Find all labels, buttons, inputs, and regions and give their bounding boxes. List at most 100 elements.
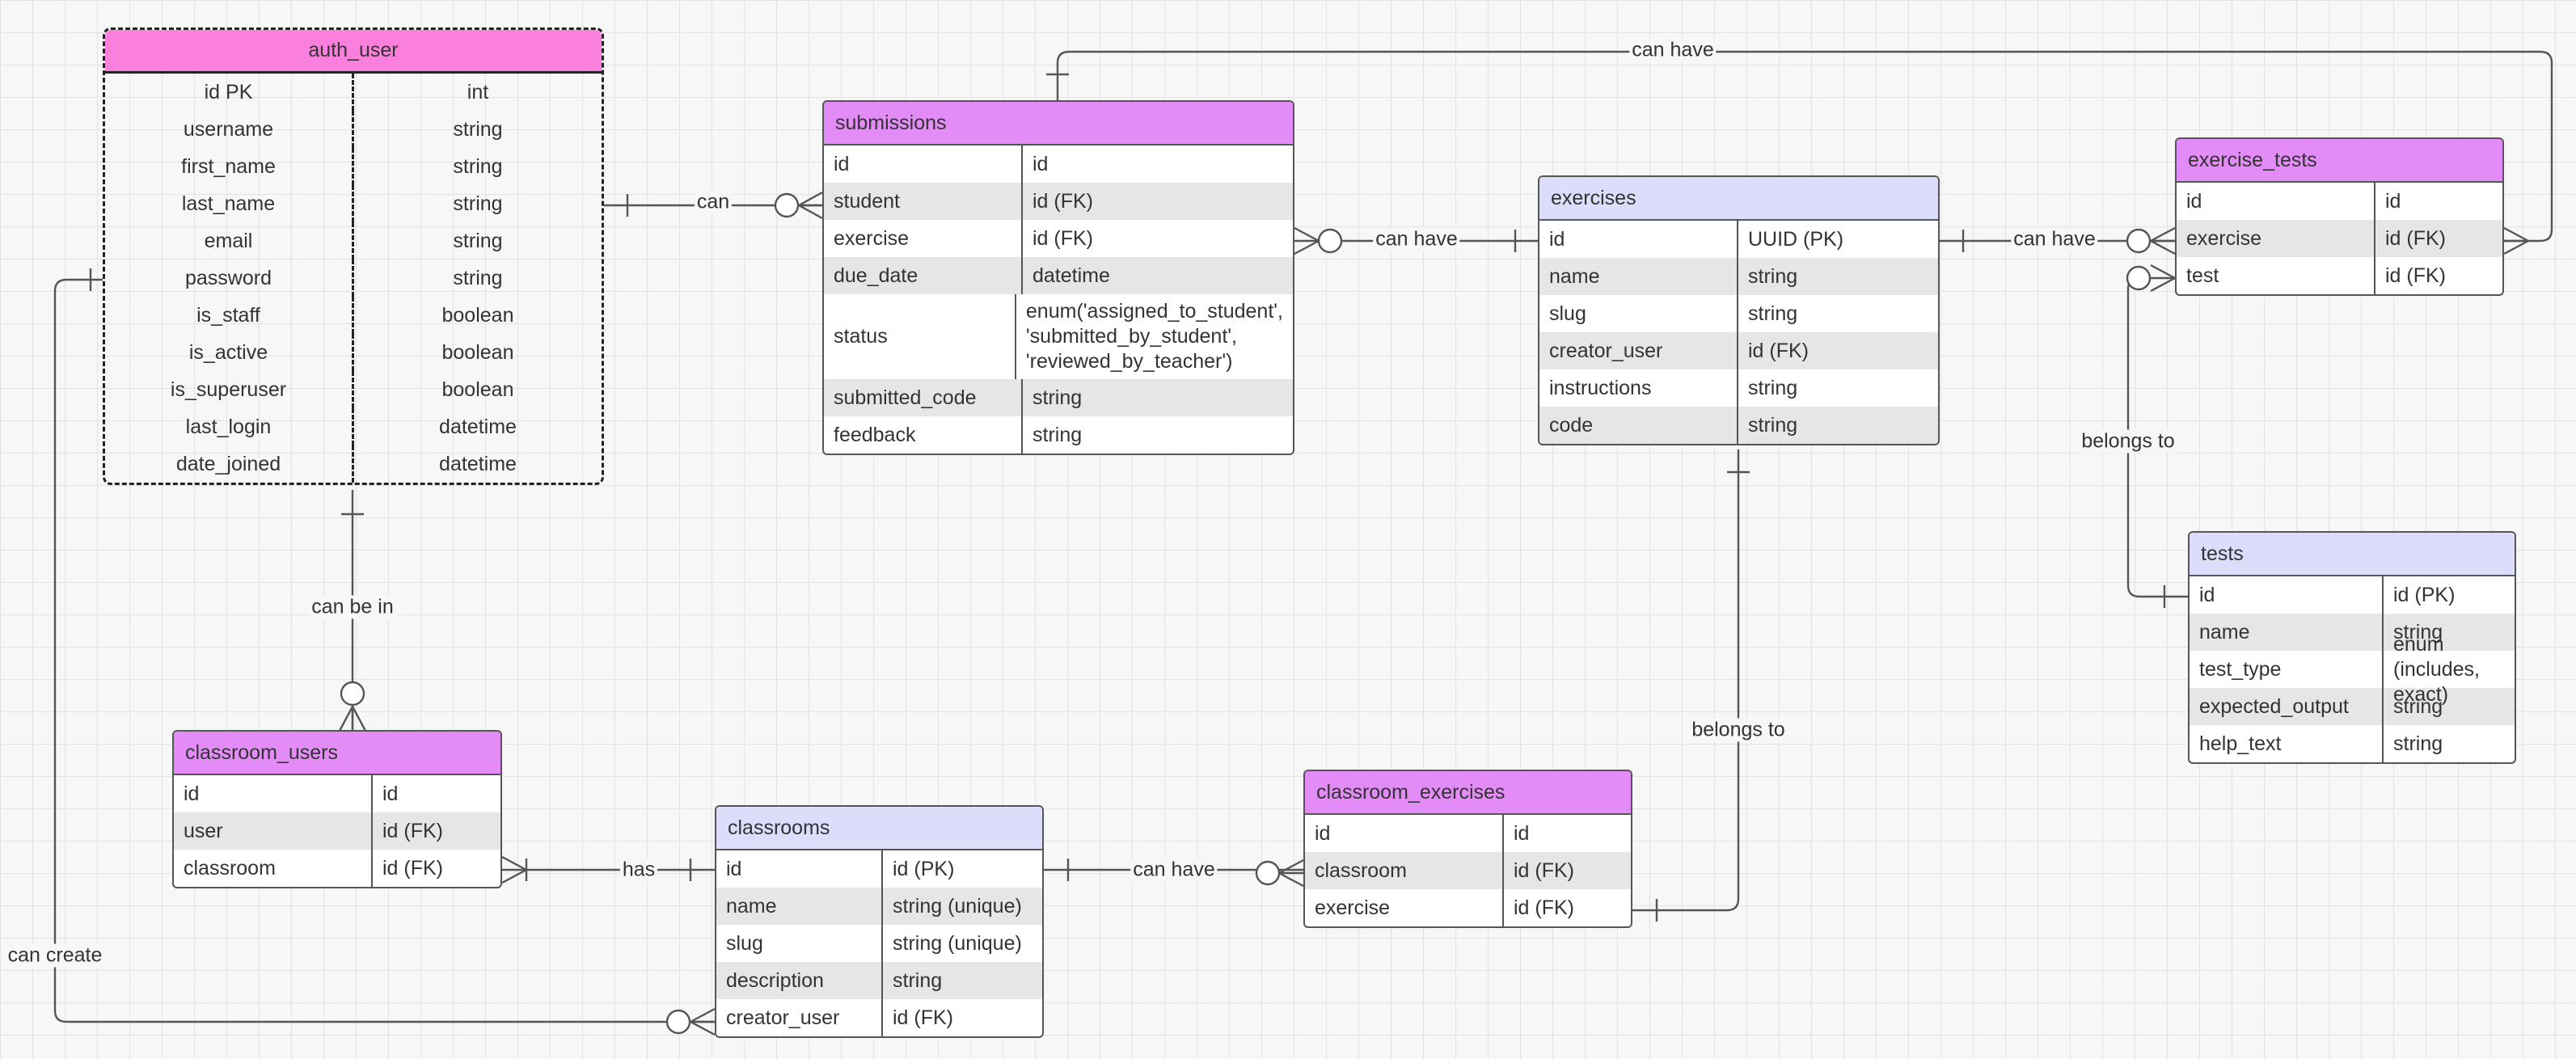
field-name: is_active: [105, 334, 354, 371]
field-type: string: [1748, 302, 1798, 325]
field-type: boolean: [441, 303, 514, 327]
label-can-create: can create: [5, 943, 105, 968]
field-type: string: [453, 117, 503, 141]
field-name: email: [105, 222, 354, 259]
field-row: email string: [105, 222, 602, 259]
field-type: id (FK): [2385, 226, 2446, 250]
field-row: password string: [105, 259, 602, 297]
field-name: help_text: [2190, 725, 2384, 762]
field-type: boolean: [441, 340, 514, 364]
field-name: user: [174, 812, 373, 850]
field-name: date_joined: [105, 445, 354, 483]
field-name: description: [716, 962, 883, 999]
label-belongs-to-tests: belongs to: [2079, 429, 2177, 454]
field-name: id: [2190, 576, 2384, 614]
label-can-have-classroom-exercises: can have: [1130, 858, 1218, 882]
field-name: classroom: [1305, 852, 1504, 889]
field-row: exercise id (FK): [824, 220, 1293, 257]
field-row: slug string: [1539, 295, 1938, 332]
field-name: slug: [1539, 295, 1738, 332]
label-belongs-to-exercises: belongs to: [1689, 718, 1788, 742]
field-name: password: [105, 259, 354, 297]
field-name: id: [174, 775, 373, 812]
field-row: test_typeenum (includes, exact): [2190, 633, 2515, 706]
field-name: code: [1539, 407, 1738, 444]
field-type: id (FK): [1748, 339, 1809, 362]
field-row: id id (PK): [716, 850, 1042, 888]
field-type: id (PK): [2393, 583, 2456, 606]
field-name: creator_user: [1539, 332, 1738, 369]
field-name: name: [1539, 258, 1738, 295]
field-row: username string: [105, 111, 602, 148]
field-name: exercise: [2177, 220, 2375, 257]
field-name: name: [716, 888, 883, 925]
field-type: id: [2385, 189, 2401, 213]
field-name: is_staff: [105, 297, 354, 334]
field-row: creator_user id (FK): [1539, 332, 1938, 369]
field-type: string: [1033, 423, 1083, 446]
field-type: id (FK): [1514, 859, 1574, 882]
field-name: slug: [716, 925, 883, 962]
field-name: id PK: [105, 74, 354, 111]
entity-title: classroom_exercises: [1305, 771, 1631, 815]
field-type: datetime: [1033, 264, 1110, 287]
field-name: exercise: [824, 220, 1023, 257]
field-type: id (FK): [382, 856, 443, 880]
field-type: enum('assigned_to_student', 'submitted_b…: [1025, 300, 1283, 373]
field-type: id (FK): [1033, 226, 1093, 250]
field-type: id (PK): [893, 857, 955, 880]
field-name: last_name: [105, 185, 354, 222]
field-name: student: [824, 183, 1023, 220]
field-type: string: [2393, 620, 2443, 643]
field-row: is_staff boolean: [105, 297, 602, 334]
field-type: id (FK): [1033, 189, 1093, 213]
field-name: username: [105, 111, 354, 148]
field-type: UUID (PK): [1748, 227, 1844, 251]
entity-title: exercise_tests: [2177, 139, 2502, 183]
field-row: id id (PK): [2190, 576, 2515, 614]
field-name: test_type: [2190, 651, 2384, 688]
field-row: is_superuser boolean: [105, 371, 602, 408]
field-type: enum (includes, exact): [2393, 633, 2480, 706]
field-type: string: [2393, 694, 2443, 718]
field-type: string: [1748, 376, 1798, 399]
edge-user-classrooms: [53, 268, 716, 1036]
field-type: string: [453, 266, 503, 289]
field-row: is_active boolean: [105, 334, 602, 371]
field-type: id (FK): [2385, 264, 2446, 287]
edge-classroom-users-classrooms: [501, 855, 715, 884]
field-name: is_superuser: [105, 371, 354, 408]
label-can-have-tests-loop: can have: [1629, 38, 1717, 62]
field-name: id: [716, 850, 883, 888]
field-type: string: [453, 229, 503, 252]
entity-title: exercises: [1539, 177, 1938, 221]
field-name: due_date: [824, 257, 1023, 294]
field-type: boolean: [441, 378, 514, 401]
field-type: id (FK): [382, 819, 443, 842]
field-name: id: [1539, 221, 1738, 258]
field-name: last_login: [105, 408, 354, 445]
